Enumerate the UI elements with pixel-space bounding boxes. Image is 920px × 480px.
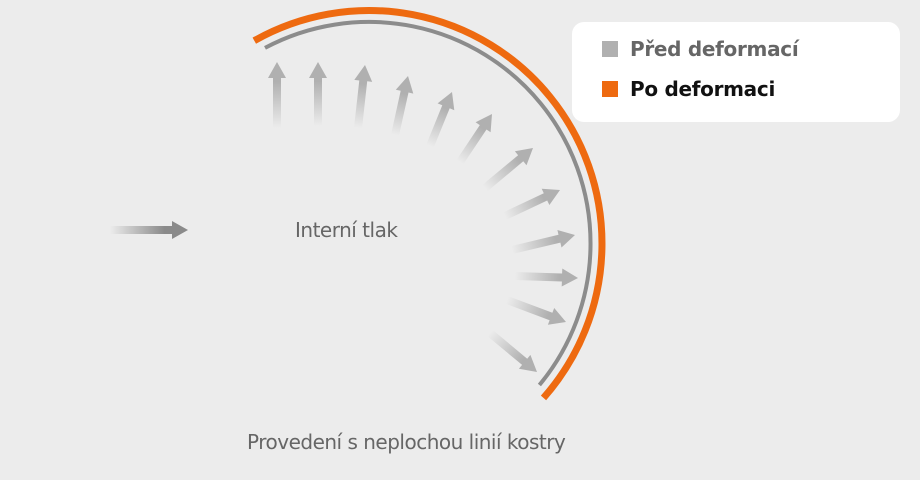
legend-item-before: Před deformací (602, 37, 799, 61)
pressure-arrow-icon (456, 114, 492, 165)
pressure-arrow-icon (514, 268, 578, 287)
legend-label: Před deformací (630, 37, 799, 61)
internal-pressure-label: Interní tlak (295, 218, 398, 242)
legend-item-after: Po deformaci (602, 77, 775, 101)
pressure-arrows (110, 62, 578, 372)
legend: Před deformací Po deformaci (572, 22, 900, 122)
pressure-arrow-icon (309, 62, 327, 126)
input-arrow-icon (110, 221, 188, 239)
pressure-arrow-icon (503, 188, 560, 220)
legend-label: Po deformaci (630, 77, 775, 101)
pressure-arrow-icon (511, 230, 575, 254)
arc-after-deformation (252, 7, 606, 401)
legend-swatch-orange (602, 81, 618, 97)
diagram-caption: Provedení s neplochou linií kostry (247, 430, 566, 454)
pressure-arrow-icon (354, 65, 373, 129)
pressure-arrow-icon (505, 296, 566, 325)
pressure-arrow-icon (482, 148, 533, 192)
legend-swatch-gray (602, 41, 618, 57)
pressure-arrow-icon (391, 76, 414, 136)
pressure-arrow-icon (487, 329, 537, 372)
pressure-arrow-icon (268, 62, 286, 128)
arc-before-deformation (264, 19, 593, 387)
pressure-arrow-icon (426, 92, 455, 148)
